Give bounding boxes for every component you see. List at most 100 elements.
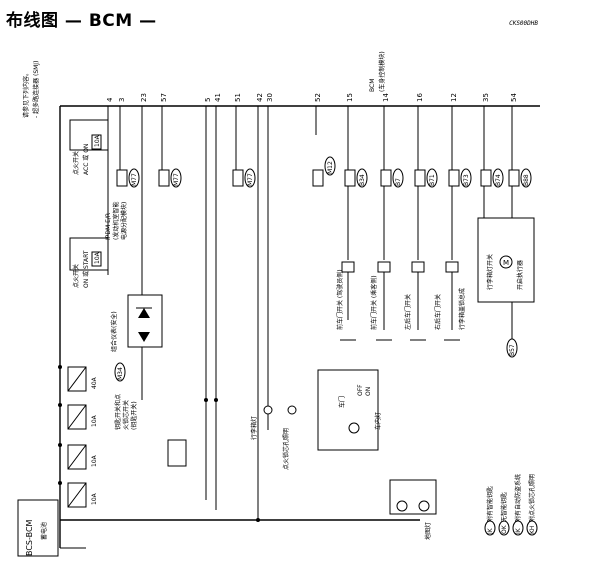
map-lamp-block [389,479,437,515]
fuse-amp: 10A [94,251,101,264]
door-switch [377,261,391,273]
ign-start-label: 点火开关 [72,264,80,288]
diagram-code: CKS00DHB [509,20,538,27]
ipdm-label3: 电源分配模块) [120,202,128,240]
legend-tag: OK [501,524,508,534]
lamp-icon [418,500,430,512]
bcm-label: BCM [369,79,376,92]
door-switch [445,261,459,273]
tag-oval [128,168,140,188]
fuse-amp: 10A [91,454,98,467]
motor-m: M [503,259,509,267]
conn-tag: M77 [173,173,180,186]
conn-tag: B57 [509,344,516,356]
connector-block [116,169,128,187]
conn-num: 3 [118,98,126,102]
conn-num: 57 [160,93,168,102]
power-label: 蓄电池 [40,522,48,540]
conn-tag: M12 [327,161,334,174]
conn-num: 15 [346,93,354,102]
conn-tag: B88 [523,174,530,186]
top-connector-labels: 4 3 23 57 5 41 51 30 42 52 15 14 16 12 3… [106,93,518,102]
trunk-opener-label2: 开启执行器 [516,260,524,290]
lamp-icon [287,405,297,415]
conn-num: 52 [314,93,322,102]
room-lamp-label: 车内灯 [374,412,382,430]
diode-icon [138,308,150,318]
conn-num: 35 [482,93,490,102]
ipdm-label2: (发动机室智能 [112,202,120,240]
tag-oval [506,338,518,358]
legend-text: 附点火锁芯孔照明 [528,474,536,522]
ign-start-block [69,237,109,271]
trunk-opener-label: 行李箱灯开关 [486,254,494,290]
ign-acc-label2: ACC 或 ON [82,144,90,175]
refer-note-1: 请参见下列内容。 [22,70,30,118]
key-switch-label2: 火锁芯开关 [122,400,130,430]
conn-tag: B71 [429,174,436,186]
front-door-sw-driver: 前车门开关 (驾驶员侧) [336,269,344,330]
motor-icon [499,255,513,269]
bcm-detail: (车身控制模块) [378,51,386,92]
conn-tag: B34 [359,174,366,186]
legend-text: 附有智能钥匙 [486,486,494,522]
door-switch [411,261,425,273]
connector-block [344,169,356,187]
off-label: OFF [357,384,364,396]
diode-icon [138,332,150,342]
conn-num: 30 [266,93,274,102]
conn-tag: B74 [495,174,502,186]
connector-block [480,169,492,187]
conn-num: 12 [450,93,458,102]
legend-text: 无智能钥匙 [500,492,508,522]
lamp-icon [263,405,273,415]
fuse-amp: 10A [91,414,98,427]
connector-block [414,169,426,187]
fuse-column: 40A 10A 10A 10A [67,366,98,508]
bcm-bottom-block [17,499,59,557]
fuse [91,134,102,150]
conn-num: 4 [106,97,114,102]
conn-tag: B7 [395,178,402,186]
conn-num: 54 [510,93,518,102]
door-label: 车门 [338,396,346,408]
on-label: ON [365,387,372,396]
page-title: 布线图 — BCM — [6,11,157,31]
map-lamp-label: 地图灯 [424,522,432,540]
step-lamp-label: 行李箱灯 [250,416,258,440]
courtesy-light-block [317,369,379,451]
ign-start-label2: ON 或 START [82,250,90,288]
conn-tag: M77 [247,173,254,186]
lamp-icon [348,422,360,434]
connector-tags: M77 M77 M77 M12 B34 B7 B71 B73 B74 B88 [128,156,532,188]
bcm-bottom-label: BCS-BCM [25,519,34,556]
connector-block [158,169,170,187]
connector-block [508,169,520,187]
connector-block [312,169,324,187]
key-switch-block [167,439,187,467]
trunk-switch: 行李箱盖锁总成 [458,288,466,330]
conn-tag: M77 [131,173,138,186]
legend-tag: KH [529,526,536,534]
legend-text: 附有自动防盗系统 [514,474,522,522]
ign-acc-block [69,119,109,151]
connector-block [380,169,392,187]
conn-num: 42 [256,93,264,102]
legend-tag: JK [487,527,494,535]
combo-meter-label: 组合仪表(安全) [110,311,118,352]
tag-oval [114,362,126,382]
legend-tag: IK [515,527,522,534]
connector-block [448,169,460,187]
ign-acc-label: 点火开关 [72,151,80,175]
rear-door-sw-right: 右后车门开关 [434,294,442,330]
fuse-amp: 10A [94,134,101,147]
fuse-amp: 40A [91,376,98,389]
conn-num: 41 [214,93,222,102]
tag-oval [324,156,336,176]
rear-door-sw-left: 左后车门开关 [404,294,412,330]
tag-oval [244,168,256,188]
fuse [91,251,102,267]
tag-oval [492,168,504,188]
refer-note-2: - 超多路连接器 (SMJ) [32,61,40,118]
